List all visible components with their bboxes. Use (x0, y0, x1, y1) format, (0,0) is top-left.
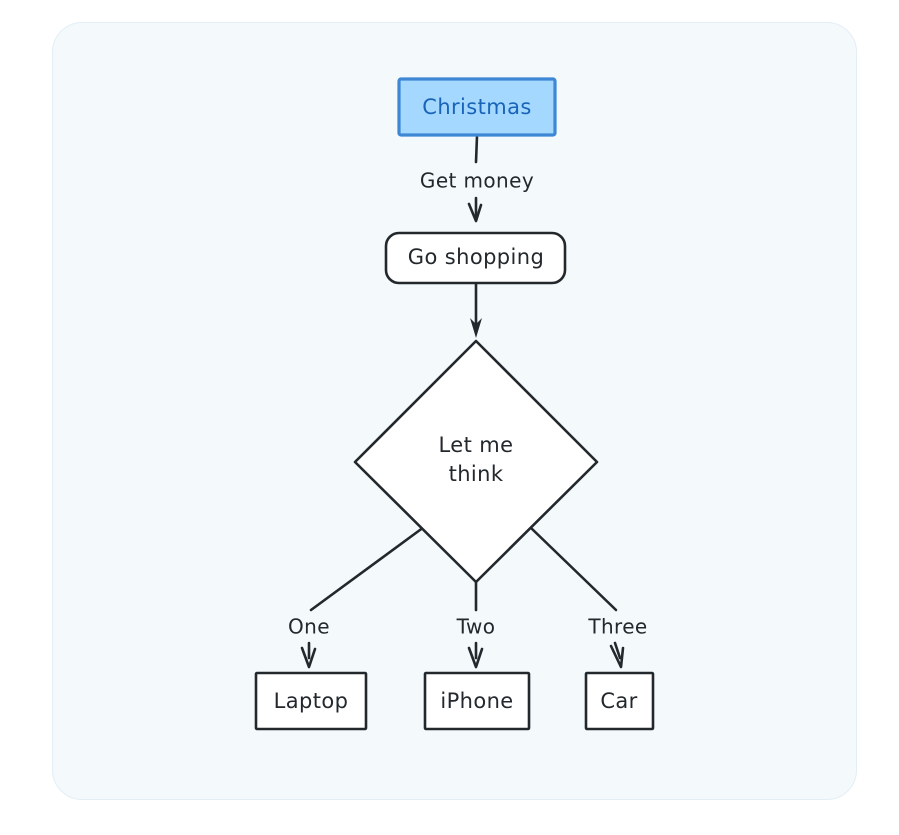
node-iphone[interactable]: iPhone (423, 671, 531, 731)
node-shape (584, 671, 655, 731)
edge-line (474, 134, 479, 164)
arrowhead-icon (300, 646, 317, 669)
arrowhead-icon (470, 318, 482, 338)
node-label: Go shopping (408, 245, 544, 269)
node-label-line2: think (449, 462, 504, 486)
arrowhead-icon (609, 644, 625, 669)
node-christmas[interactable]: Christmas (397, 77, 557, 137)
edge-line (613, 641, 622, 660)
node-laptop[interactable]: Laptop (254, 671, 368, 731)
edge-label-two: Two (456, 615, 496, 639)
edge-go-shopping-to-let-me-think (470, 280, 482, 338)
node-let-me-think[interactable]: Let me think (353, 339, 599, 584)
node-label-line1: Let me (439, 433, 514, 457)
node-shape (254, 671, 368, 731)
edge-label-three: Three (587, 615, 647, 639)
node-label: Christmas (422, 95, 531, 119)
edge-christmas-to-go-shopping (467, 134, 483, 223)
edge-line (528, 525, 618, 612)
arrowhead-icon (467, 646, 484, 669)
edge-let-me-think-to-laptop (300, 525, 426, 669)
node-shape (423, 671, 531, 731)
edge-label-one: One (288, 615, 330, 639)
node-shape (384, 231, 567, 285)
node-shape (353, 339, 599, 584)
edge-let-me-think-to-car (528, 525, 625, 669)
arrowhead-icon (467, 202, 483, 223)
edge-line (309, 525, 426, 612)
node-label: Car (600, 689, 637, 713)
node-car[interactable]: Car (584, 671, 655, 731)
node-label: Laptop (274, 689, 349, 713)
node-shape (397, 77, 557, 137)
node-label: iPhone (440, 689, 513, 713)
node-go-shopping[interactable]: Go shopping (384, 231, 567, 285)
edge-label-get-money: Get money (420, 169, 534, 193)
